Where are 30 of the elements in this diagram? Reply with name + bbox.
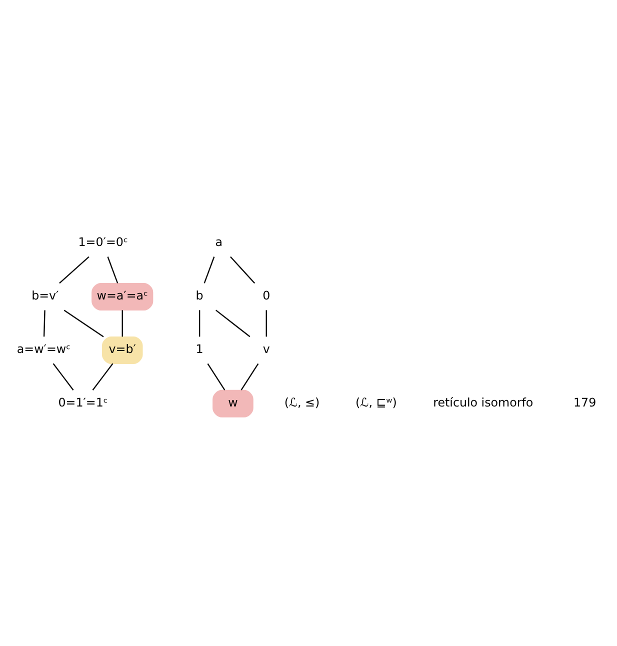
connector (230, 256, 256, 284)
node-text: v (262, 342, 270, 356)
label: (ℒ, ⊑ʷ) (356, 394, 397, 409)
connector (216, 309, 250, 337)
node-text: a (215, 234, 223, 249)
node-box: w (212, 389, 254, 417)
connector (122, 310, 123, 336)
connector (59, 256, 90, 284)
connector (64, 309, 104, 337)
node-text: a=w′=wᶜ (16, 342, 70, 356)
connector (266, 310, 267, 336)
node-text: b=v′ (32, 288, 59, 302)
node-text: b (196, 288, 204, 302)
connector (107, 256, 118, 283)
node-box: w=a′=aᶜ (92, 282, 154, 310)
connector (43, 310, 46, 336)
node-text: 1 (196, 342, 204, 356)
node-text: 1=0′=0ᶜ (78, 234, 128, 249)
connector (207, 362, 226, 390)
connector (204, 256, 215, 283)
connector (52, 362, 74, 390)
label: (ℒ, ≤) (284, 394, 320, 409)
node-text: 0 (262, 288, 270, 302)
connector (198, 310, 200, 336)
label: retículo isomorfo (433, 394, 534, 409)
label: 179 (574, 394, 596, 409)
node-box: v=b′ (102, 336, 143, 364)
node-text: 0=1′=1ᶜ (58, 394, 108, 409)
connector (240, 362, 259, 390)
connector (92, 362, 114, 390)
